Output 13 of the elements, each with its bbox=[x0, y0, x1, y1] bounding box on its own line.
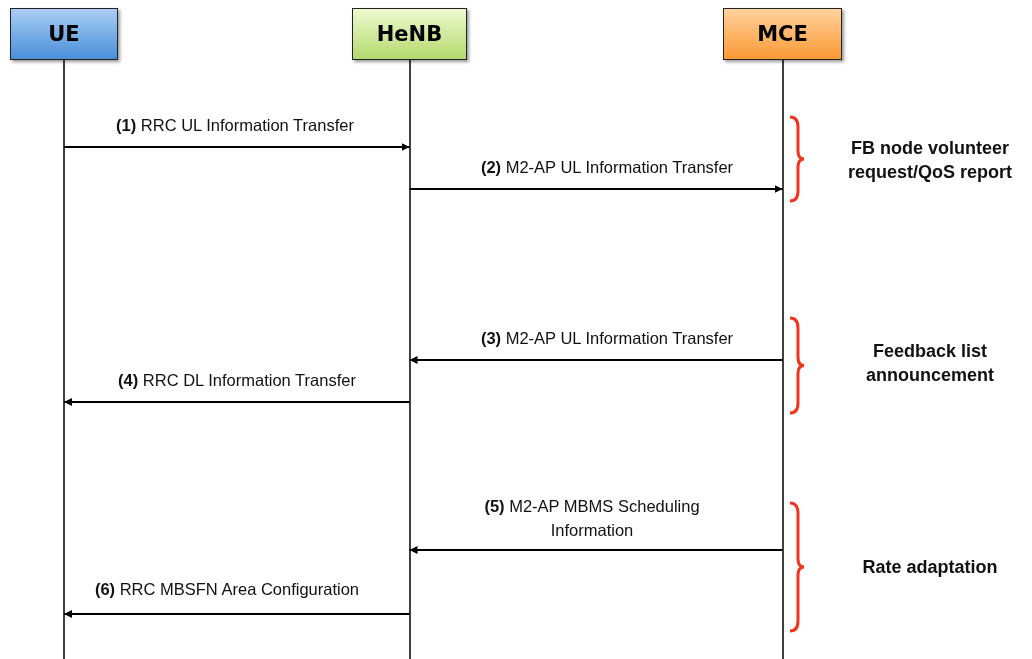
participant-lifeline bbox=[10, 8, 118, 659]
message-arrow bbox=[64, 610, 410, 618]
participant-box: MCE bbox=[723, 8, 842, 60]
phase-label: FB node volunteer request/QoS report bbox=[847, 137, 1013, 185]
participant-box: HeNB bbox=[352, 8, 467, 60]
message-arrow bbox=[409, 356, 783, 364]
message-arrow bbox=[409, 185, 783, 193]
message-arrow bbox=[64, 143, 410, 151]
message-arrow bbox=[409, 546, 783, 554]
message-arrow bbox=[64, 398, 410, 406]
participant-box: UE bbox=[10, 8, 118, 60]
phase-label: Feedback list announcement bbox=[865, 340, 995, 388]
phase-label: Rate adaptation bbox=[861, 556, 999, 579]
